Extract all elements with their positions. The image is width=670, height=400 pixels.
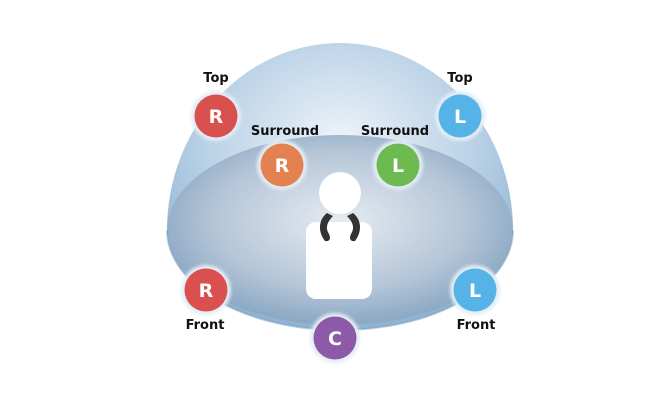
speaker-surround-right: R Surround (251, 124, 319, 190)
speaker-position-label: Top (447, 71, 472, 86)
speaker-circle (194, 94, 238, 138)
speaker-top-left: L Top (435, 71, 485, 141)
speaker-channel: L (469, 280, 481, 302)
speaker-circle (438, 94, 482, 138)
speaker-channel: C (328, 328, 342, 350)
speaker-position-label: Top (203, 71, 228, 86)
speaker-circle (376, 143, 420, 187)
speaker-circle (453, 268, 497, 312)
speaker-position-label: Front (186, 318, 225, 333)
speaker-center: C (310, 313, 360, 363)
speaker-position-label: Surround (361, 124, 429, 139)
speaker-front-left: L Front (450, 265, 500, 333)
speaker-circle (260, 143, 304, 187)
speaker-channel: R (199, 280, 214, 302)
speaker-channel: R (275, 155, 290, 177)
speaker-position-label: Front (457, 318, 496, 333)
speaker-circle (313, 316, 357, 360)
speaker-channel: L (454, 106, 466, 128)
speaker-position-label: Surround (251, 124, 319, 139)
speaker-top-right: R Top (191, 71, 241, 141)
listener-icon (306, 172, 372, 299)
speaker-circle (184, 268, 228, 312)
speaker-surround-left: L Surround (361, 124, 429, 190)
speaker-channel: L (392, 155, 404, 177)
speaker-channel: R (209, 106, 224, 128)
speaker-front-right: R Front (181, 265, 231, 333)
